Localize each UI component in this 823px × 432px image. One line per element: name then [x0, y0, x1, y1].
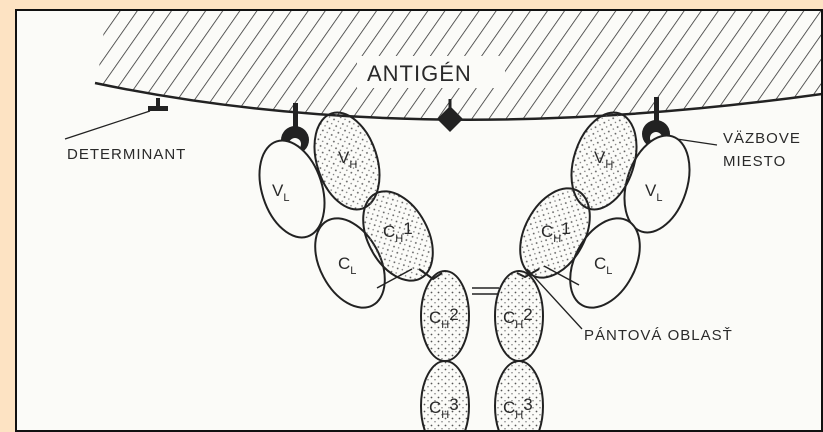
hinge-region-label: PÁNTOVÁ OBLASŤ [584, 327, 733, 344]
antigen-label: ANTIGÉN [367, 61, 472, 86]
determinant-label: DETERMINANT [67, 146, 186, 163]
left-arm [248, 104, 447, 319]
diagram-panel: ANTIGÉN DETERMINANT VÄZBOVE MIESTO [15, 9, 823, 432]
antibody-diagram: ANTIGÉN DETERMINANT VÄZBOVE MIESTO [17, 11, 821, 430]
binding-site-label-line1: VÄZBOVE [723, 130, 801, 147]
determinant-marker [148, 98, 168, 111]
binding-site-label-line2: MIESTO [723, 153, 786, 170]
